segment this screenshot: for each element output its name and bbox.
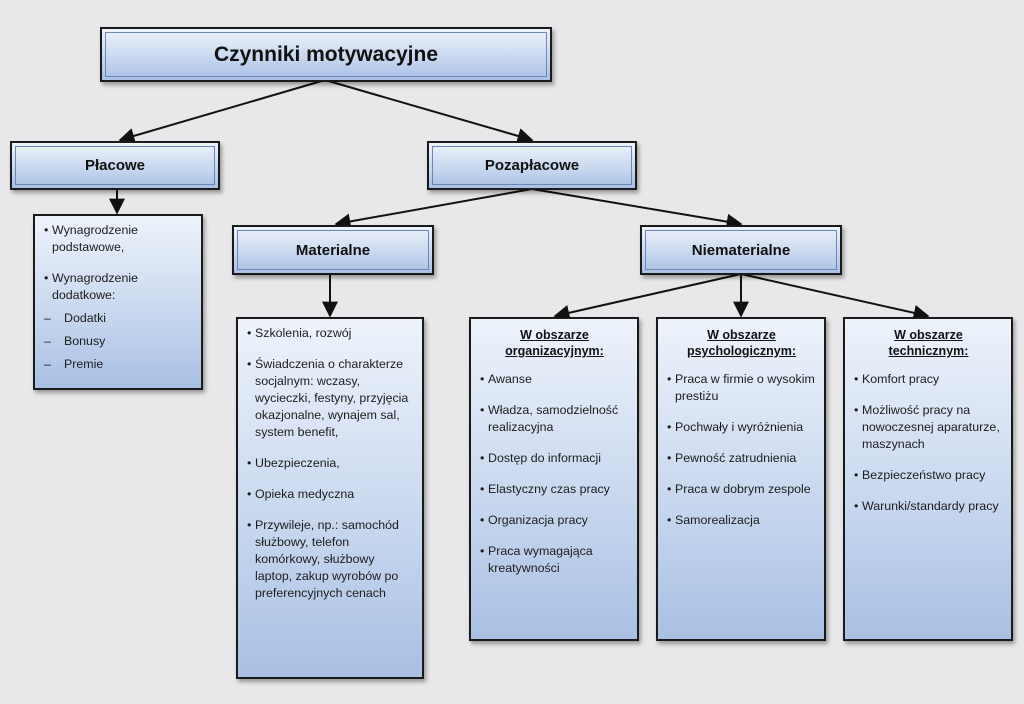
placowe-items: Wynagrodzenie podstawowe, Wynagrodzenie … (44, 222, 193, 373)
arrow-pozaplacowe-to-niematerialne (531, 188, 743, 230)
psychologiczny-list: W obszarze psychologicznym: Praca w firm… (656, 317, 826, 641)
materialne-node: Materialne (232, 225, 434, 275)
list-item: Organizacja pracy (480, 512, 629, 529)
techniczny-title: W obszarze technicznym: (888, 328, 969, 358)
organizacyjny-items: Awanse Władza, samodzielność realizacyjn… (480, 371, 629, 577)
list-item: Wynagrodzenie podstawowe, (44, 222, 193, 256)
list-item: Ubezpieczenia, (247, 455, 414, 472)
list-item: Praca w firmie o wysokim prestiżu (667, 371, 816, 405)
list-item: Pochwały i wyróżnienia (667, 419, 816, 436)
arrow-niematerialne-to-techniczny (740, 273, 930, 321)
materialne-title: Materialne (295, 241, 371, 259)
list-item: Wynagrodzenie dodatkowe: (44, 270, 193, 304)
list-item: Praca wymagająca kreatywności (480, 543, 629, 577)
list-item: Dodatki (44, 310, 193, 327)
arrow-root-to-pozaplacowe (324, 79, 534, 144)
organizacyjny-title: W obszarze organizacyjnym: (505, 328, 604, 358)
list-item: Pewność zatrudnienia (667, 450, 816, 467)
arrow-root-to-placowe (118, 79, 326, 144)
list-item: Przywileje, np.: samochód służbowy, tele… (247, 517, 414, 602)
materialne-items: Szkolenia, rozwój Świadczenia o charakte… (247, 325, 414, 602)
niematerialne-node: Niematerialne (640, 225, 842, 275)
materialne-list: Szkolenia, rozwój Świadczenia o charakte… (236, 317, 424, 679)
psychologiczny-title: W obszarze psychologicznym: (686, 328, 797, 358)
list-item: Komfort pracy (854, 371, 1003, 388)
list-item: Warunki/standardy pracy (854, 498, 1003, 515)
list-item: Dostęp do informacji (480, 450, 629, 467)
list-item: Praca w dobrym zespole (667, 481, 816, 498)
list-item: Awanse (480, 371, 629, 388)
list-item: Opieka medyczna (247, 486, 414, 503)
list-item: Bezpieczeństwo pracy (854, 467, 1003, 484)
list-item: Samorealizacja (667, 512, 816, 529)
root-node: Czynniki motywacyjne (100, 27, 552, 82)
list-item: Szkolenia, rozwój (247, 325, 414, 342)
list-item: Świadczenia o charakterze socjalnym: wcz… (247, 356, 414, 441)
arrow-niematerialne-to-organizacyjny (553, 273, 742, 321)
list-item: Premie (44, 356, 193, 373)
psychologiczny-items: Praca w firmie o wysokim prestiżu Pochwa… (667, 371, 816, 529)
placowe-list: Wynagrodzenie podstawowe, Wynagrodzenie … (33, 214, 203, 390)
placowe-title: Płacowe (84, 157, 146, 174)
list-item: Elastyczny czas pracy (480, 481, 629, 498)
techniczny-items: Komfort pracy Możliwość pracy na nowocze… (854, 371, 1003, 515)
pozaplacowe-title: Pozapłacowe (484, 157, 580, 174)
organizacyjny-list: W obszarze organizacyjnym: Awanse Władza… (469, 317, 639, 641)
pozaplacowe-node: Pozapłacowe (427, 141, 637, 190)
list-item: Władza, samodzielność realizacyjna (480, 402, 629, 436)
list-item: Bonusy (44, 333, 193, 350)
techniczny-list: W obszarze technicznym: Komfort pracy Mo… (843, 317, 1013, 641)
root-title: Czynniki motywacyjne (213, 42, 439, 66)
niematerialne-title: Niematerialne (691, 241, 791, 259)
arrow-pozaplacowe-to-materialne (334, 188, 533, 230)
placowe-node: Płacowe (10, 141, 220, 190)
list-item: Możliwość pracy na nowoczesnej aparaturz… (854, 402, 1003, 453)
